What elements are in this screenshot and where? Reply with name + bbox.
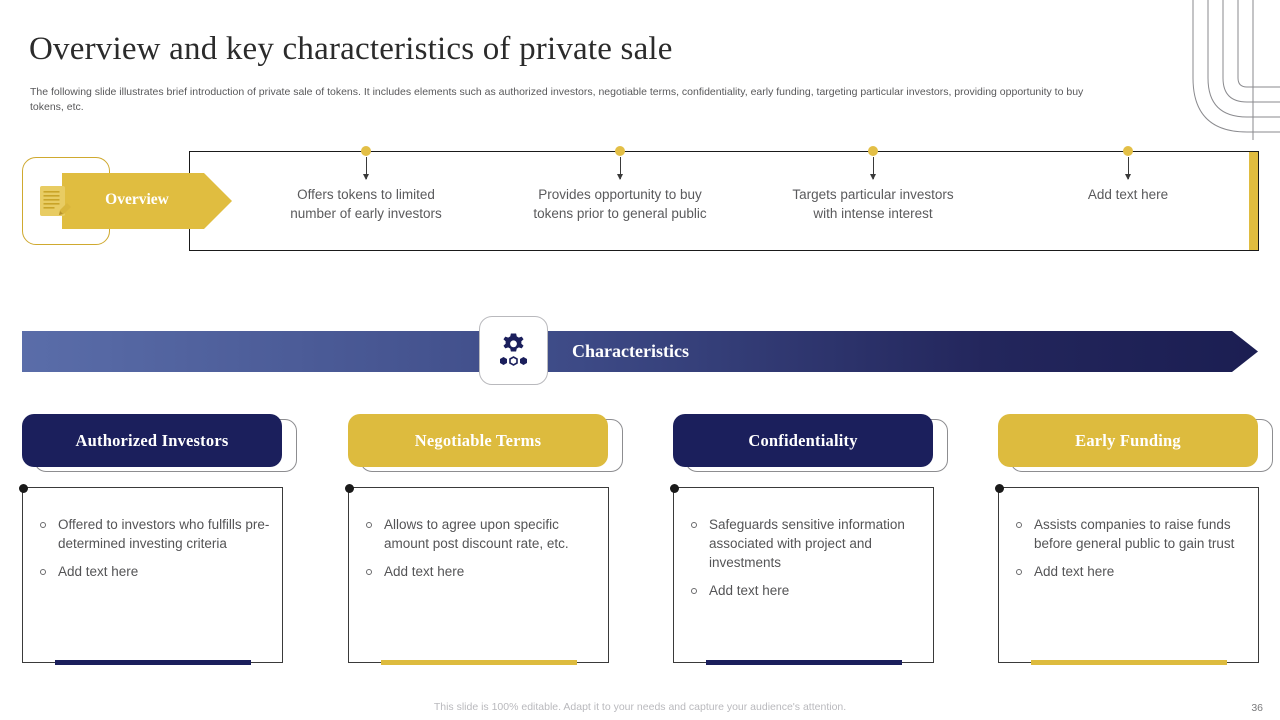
card-anchor-dot [669, 483, 679, 493]
card-anchor-dot [18, 483, 28, 493]
card-header: Confidentiality [673, 414, 933, 467]
card-bullet: Add text here [686, 581, 927, 600]
card-body: Offered to investors who fulfills pre-de… [18, 483, 283, 665]
card-bottom-bar [381, 660, 577, 665]
footer-note: This slide is 100% editable. Adapt it to… [433, 701, 847, 713]
overview-badge-label: Overview [105, 191, 169, 208]
card-bottom-bar [706, 660, 902, 665]
card-body: Assists companies to raise funds before … [994, 483, 1259, 665]
timeline-dot [868, 146, 878, 156]
characteristic-card-1: Authorized Investors Offered to investor… [18, 414, 297, 665]
card-title: Early Funding [1075, 430, 1181, 450]
characteristics-banner-title: Characteristics [572, 341, 689, 361]
characteristic-card-3: Confidentiality Safeguards sensitive inf… [669, 414, 948, 665]
card-bullet: Allows to agree upon specific amount pos… [361, 515, 602, 553]
card-title: Authorized Investors [75, 430, 229, 450]
corner-arc-decoration [1192, 0, 1280, 140]
overview-arrow-banner [62, 173, 232, 229]
card-header: Authorized Investors [22, 414, 282, 467]
timeline-arrow-icon [363, 157, 369, 180]
overview-panel-gold-edge [1249, 152, 1258, 250]
timeline-label: Offers tokens to limited number of early… [290, 187, 442, 221]
card-body: Safeguards sensitive information associa… [669, 483, 934, 665]
card-bullet: Offered to investors who fulfills pre-de… [35, 515, 276, 553]
card-bullet: Assists companies to raise funds before … [1011, 515, 1252, 553]
timeline-arrow-icon [870, 157, 876, 180]
page-subtitle: The following slide illustrates brief in… [30, 86, 1084, 113]
timeline-dot [361, 146, 371, 156]
document-pencil-icon [40, 186, 71, 216]
card-bottom-bar [55, 660, 251, 665]
card-anchor-dot [344, 483, 354, 493]
characteristic-card-2: Negotiable Terms Allows to agree upon sp… [344, 414, 623, 665]
card-bullet-list: Offered to investors who fulfills pre-de… [35, 515, 276, 590]
characteristics-banner [22, 331, 1258, 372]
timeline-arrow-icon [617, 157, 623, 180]
card-body: Allows to agree upon specific amount pos… [344, 483, 609, 665]
page-number: 36 [1251, 702, 1263, 714]
card-bullet: Add text here [35, 562, 276, 581]
card-header: Negotiable Terms [348, 414, 608, 467]
card-bullet-list: Assists companies to raise funds before … [1011, 515, 1252, 590]
gear-dots-icon [500, 333, 527, 366]
card-bullet-list: Safeguards sensitive information associa… [686, 515, 927, 609]
card-anchor-dot [994, 483, 1004, 493]
characteristic-card-4: Early Funding Assists companies to raise… [994, 414, 1273, 665]
card-bullet: Safeguards sensitive information associa… [686, 515, 927, 572]
timeline-label: Add text here [1087, 187, 1169, 202]
card-title: Confidentiality [748, 430, 858, 450]
card-header: Early Funding [998, 414, 1258, 467]
timeline-label: Provides opportunity to buy tokens prior… [533, 187, 707, 221]
card-bullet: Add text here [361, 562, 602, 581]
timeline-label: Targets particular investors with intens… [792, 187, 954, 221]
timeline-dot [1123, 146, 1133, 156]
timeline-arrow-icon [1125, 157, 1131, 180]
card-bottom-bar [1031, 660, 1227, 665]
page-title: Overview and key characteristics of priv… [29, 31, 673, 67]
card-bullet-list: Allows to agree upon specific amount pos… [361, 515, 602, 590]
card-bullet: Add text here [1011, 562, 1252, 581]
timeline-dot [615, 146, 625, 156]
card-title: Negotiable Terms [414, 430, 542, 450]
